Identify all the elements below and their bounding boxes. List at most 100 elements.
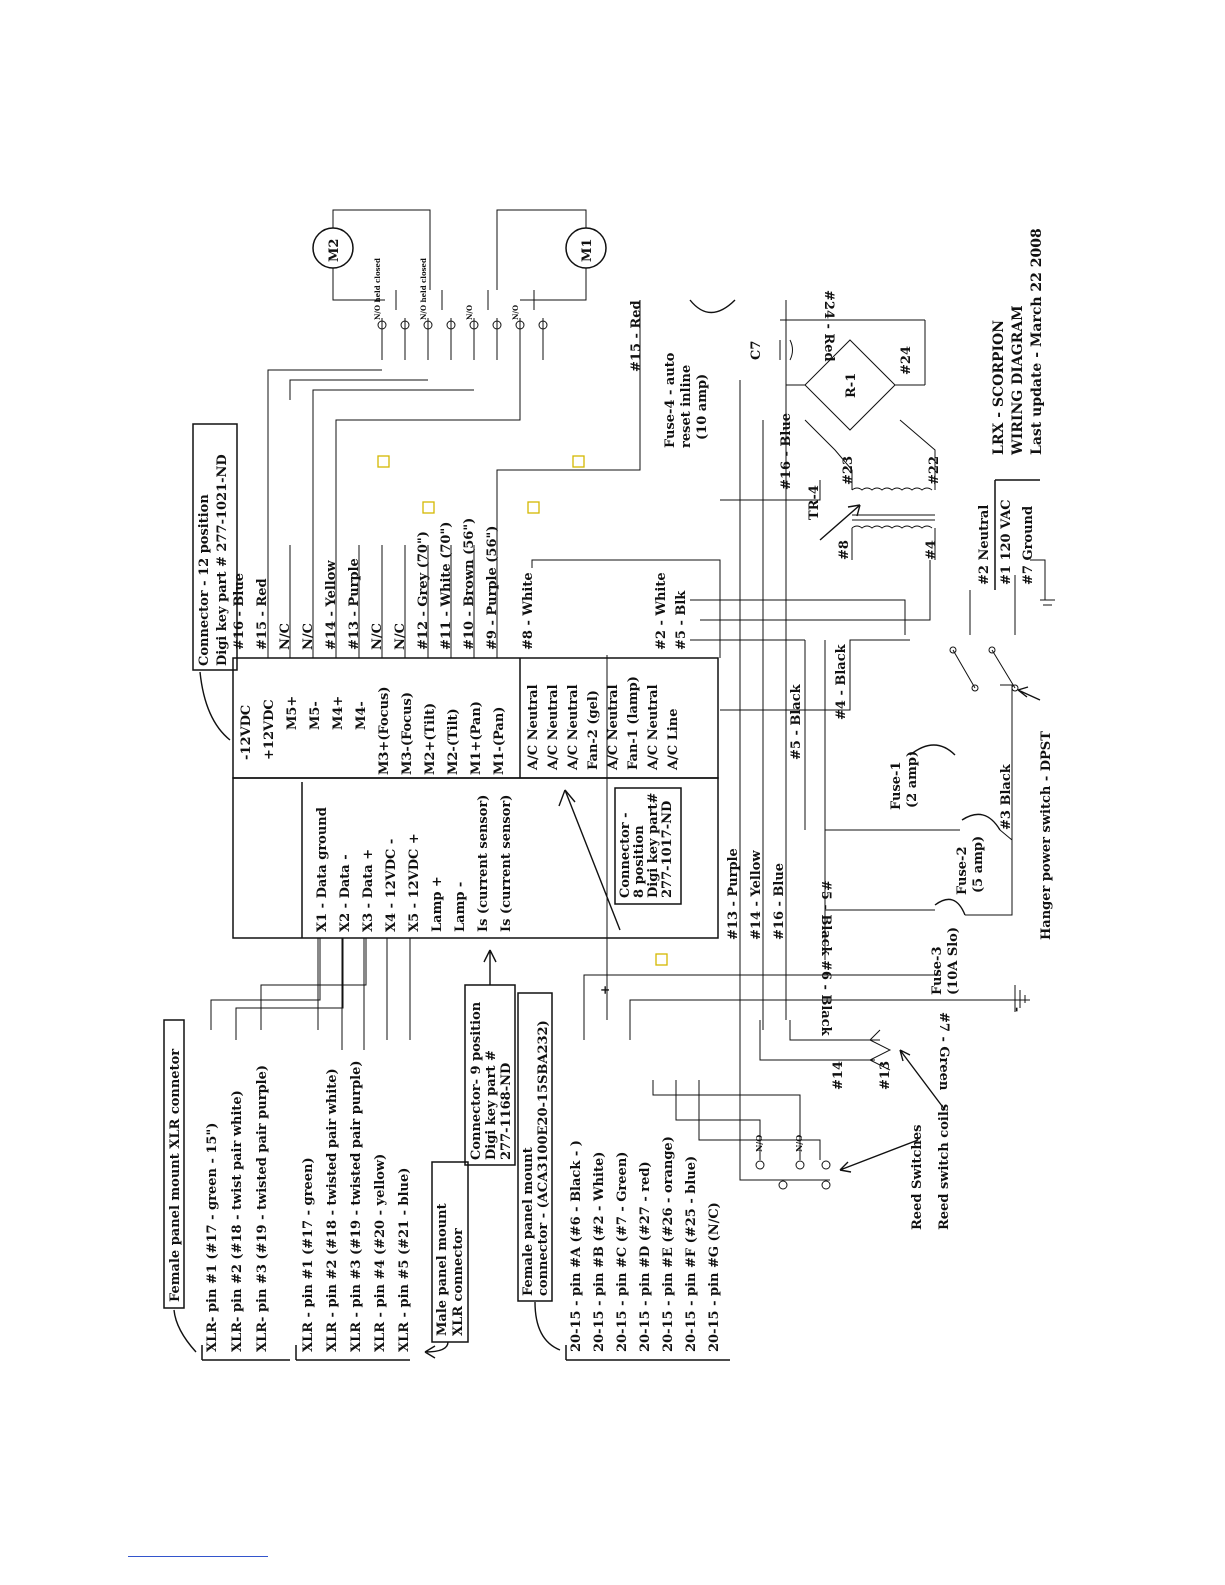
title-line1: LRX - SCORPION xyxy=(991,320,1007,455)
plus-sign: + xyxy=(598,985,612,995)
female-pin-c: 20-15 - pin #C (#7 - Green) xyxy=(615,1152,630,1352)
c12-pin-4: M5- xyxy=(308,701,323,730)
connector-12-title-line1: Connector - 12 position xyxy=(197,494,212,666)
footer-link-underline[interactable] xyxy=(128,1556,268,1557)
wire-22-label: #22 xyxy=(927,456,942,485)
c12-pin-12: M1-(Pan) xyxy=(492,707,507,775)
wire-5-black: #5 - Black xyxy=(789,683,804,760)
switch-no-1: N/O xyxy=(465,305,474,320)
c12-wire-6: #13 - Purple xyxy=(347,558,362,650)
c12-pin-5: M4+ xyxy=(331,696,346,730)
xlr-male-title-line2: XLR connector xyxy=(451,1228,466,1336)
wire-4-label: #4 xyxy=(924,540,939,560)
ground-minus: - xyxy=(1009,1007,1023,1012)
wire-3-black: #3 Black xyxy=(999,763,1014,830)
c8-pin-8: A/C Line xyxy=(666,708,681,771)
xlr-male-pin-1: XLR - pin #1 (#17 - green) xyxy=(301,1157,316,1352)
c8-pin-1: A/C Neutral xyxy=(526,684,541,771)
connector-9-title-line2: Digi key part # xyxy=(484,1050,499,1160)
c12-wire-2: #15 - Red xyxy=(255,578,270,650)
c9-pin-8: Is (current sensor) xyxy=(476,795,491,932)
ac-neutral-label: #2 Neutral xyxy=(977,505,992,585)
c8-pin-3: A/C Neutral xyxy=(566,684,581,771)
c8-pin-4: Fan-2 (gel) xyxy=(586,690,601,770)
xlr-male-pin-2: XLR - pin #2 (#18 - twisted pair white) xyxy=(325,1068,340,1352)
fuse-4-line2: reset inline xyxy=(679,365,694,448)
reed-switches-label: Reed Switches xyxy=(910,1125,925,1230)
c8-pin-6: Fan-1 (lamp) xyxy=(626,676,641,770)
wire-23-label: #23 xyxy=(841,456,856,485)
c12-wire-9: #12 - Grey (70") xyxy=(416,531,431,650)
female-pin-e: 20-15 - pin #E (#26 - orange) xyxy=(661,1136,676,1352)
motor-m2-label: M2 xyxy=(327,239,342,262)
c9-pin-5: X5 - 12VDC + xyxy=(407,833,422,932)
fuse-2-line2: (5 amp) xyxy=(971,836,986,893)
wire-16-blue-2: #16 - Blue xyxy=(772,863,787,940)
transformer-label: TR-4 xyxy=(807,485,822,520)
c9-pin-4: X4 - 12VDC - xyxy=(384,839,399,932)
ac-ground-label: #7 Ground xyxy=(1021,506,1036,585)
xlr-female-pin-2: XLR- pin #2 (#18 - twist pair white) xyxy=(230,1090,245,1352)
fuse-1-line2: (2 amp) xyxy=(905,751,920,808)
c12-wire-5: #14 - Yellow xyxy=(324,560,339,650)
connector-9-title-line1: Connector- 9 position xyxy=(469,1001,484,1160)
connector-8-title-box xyxy=(614,787,682,905)
reed-no-label-1: N/O xyxy=(754,1135,764,1152)
ac-line-label: #1 120 VAC xyxy=(999,499,1014,585)
connector-8-title-line1: Connector - xyxy=(618,812,633,898)
c9-pin-3: X3 - Data + xyxy=(361,849,376,932)
female-pin-a: 20-15 - pin #A (#6 - Black - ) xyxy=(569,1140,584,1352)
connector-8-title-line3: Digi key part# xyxy=(646,793,661,898)
c12-wire-10: #11 - White (70") xyxy=(439,522,454,650)
c8-pin-7: A/C Neutral xyxy=(646,684,661,771)
title-line2: WIRING DIAGRAM xyxy=(1010,305,1026,456)
c9-pin-9: Is (current sensor) xyxy=(499,795,514,932)
c12-pin-3: M5+ xyxy=(285,696,300,730)
fuse-4-line1: Fuse-4 - auto xyxy=(663,352,678,448)
wire-13-label: #13 xyxy=(878,1061,893,1090)
wire-6-black: #6 - Black xyxy=(818,960,833,1037)
wire-5-black-2: #5 - Black xyxy=(818,880,833,957)
c12-pin-11: M1+(Pan) xyxy=(469,701,484,775)
c12-wire-8: N/C xyxy=(393,623,408,650)
c9-pin-1: X1 - Data ground xyxy=(315,807,330,932)
wire-24-red: #24 - Red xyxy=(821,290,836,362)
xlr-female-title-box xyxy=(163,1019,185,1309)
wire-4-black: #4 - Black xyxy=(834,643,849,720)
xlr-female-pin-1: XLR- pin #1 (#17 - green - 15") xyxy=(205,1123,220,1352)
c9-pin-6: Lamp + xyxy=(430,876,445,932)
connector-9-title-line3: 277-1168-ND xyxy=(499,1063,514,1160)
wire-7-green: #7 - Green xyxy=(936,1012,951,1091)
connector-12-title-box xyxy=(192,423,238,671)
c12-pin-2: +12VDC xyxy=(262,699,277,760)
female-connector-title-box xyxy=(517,992,553,1302)
female-pin-g: 20-15 - pin #G (N/C) xyxy=(707,1202,722,1352)
wire-24-label: #24 xyxy=(899,346,914,375)
female-pin-f: 20-15 - pin #F (#25 - blue) xyxy=(684,1156,699,1352)
wire-14-yellow: #14 - Yellow xyxy=(749,850,764,940)
rectifier-label: R-1 xyxy=(844,373,859,398)
reed-no-label-2: N/O xyxy=(794,1135,804,1152)
xlr-male-pin-3: XLR - pin #3 (#19 - twisted pair purple) xyxy=(349,1060,364,1352)
connector-8-title-line4: 277-1017-ND xyxy=(660,801,675,898)
c12-pin-1: -12VDC xyxy=(239,705,254,760)
xlr-male-pin-4: XLR - pin #4 (#20 - yellow) xyxy=(373,1154,388,1352)
c12-pin-6: M4- xyxy=(354,701,369,730)
xlr-female-pin-3: XLR- pin #3 (#19 - twisted pair purple) xyxy=(255,1065,270,1352)
c12-wire-11: #10 - Brown (56") xyxy=(462,518,477,650)
c8-wire-1: #8 - White xyxy=(521,572,536,650)
reed-coils-label: Reed switch coils xyxy=(937,1104,952,1230)
motor-m1-label: M1 xyxy=(580,239,595,262)
title-line3: Last update - March 22 2008 xyxy=(1029,228,1045,455)
xlr-male-title-box xyxy=(431,1161,469,1343)
c12-wire-12: #9 - Purple (56") xyxy=(485,526,500,650)
switch-hold-1: N/O held closed xyxy=(373,258,382,320)
c9-pin-7: Lamp - xyxy=(453,882,468,932)
fuse-3-line1: Fuse-3 xyxy=(930,947,945,995)
wire-14-label: #14 xyxy=(831,1061,846,1090)
connector-9-block xyxy=(232,777,719,939)
female-connector-title-line1: Female panel mount xyxy=(521,1147,536,1296)
female-pin-b: 20-15 - pin #B (#2 - White) xyxy=(592,1152,607,1352)
